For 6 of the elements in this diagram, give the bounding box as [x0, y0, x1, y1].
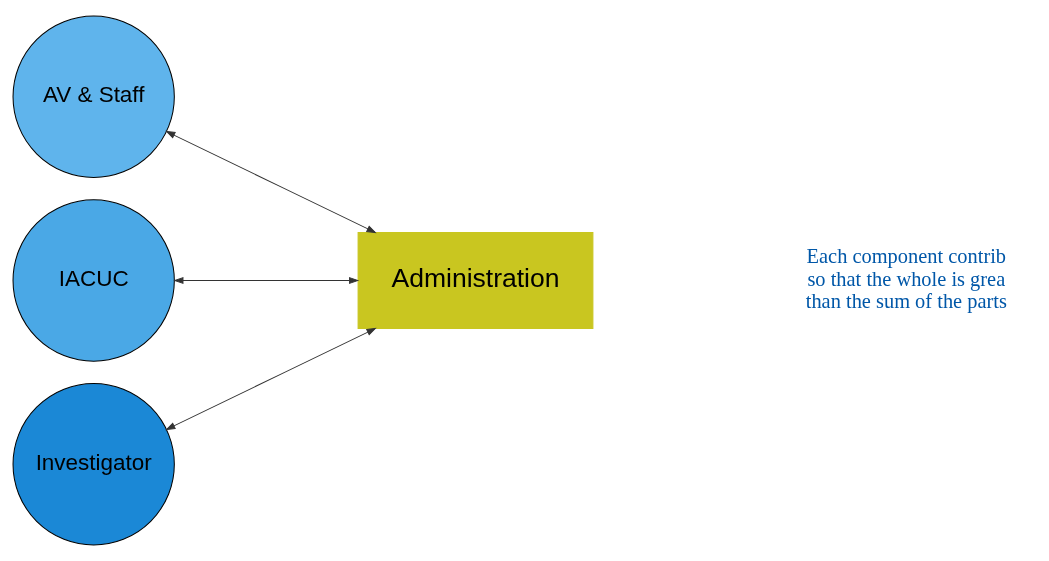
- arrow: [165, 130, 377, 234]
- label: Each component contrib so that the whole is grea than the sum of the parts: [805, 245, 1007, 313]
- arrow: [165, 327, 377, 431]
- arrow: [173, 276, 360, 285]
- node-circle: IACUC: [12, 199, 175, 362]
- node-box: Administration: [357, 232, 594, 329]
